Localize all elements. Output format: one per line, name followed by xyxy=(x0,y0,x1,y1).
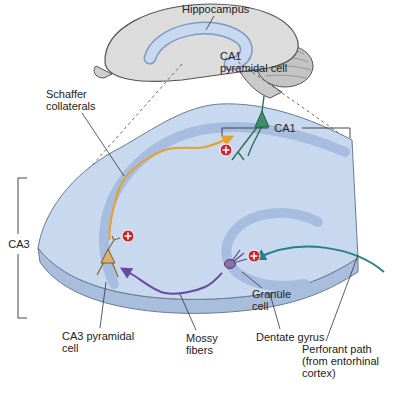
granule-cell-drawing xyxy=(225,250,248,269)
region-label: Dentate gyrus xyxy=(256,331,346,343)
leader-line xyxy=(242,272,262,288)
leader-line xyxy=(100,282,106,328)
fiber-pathway xyxy=(109,137,232,240)
pyramidal-layer xyxy=(104,127,345,284)
hippocampal-slice xyxy=(38,104,358,300)
neuron-shape xyxy=(92,240,122,280)
dendrite xyxy=(232,96,264,160)
region-label: CA1 xyxy=(270,122,300,134)
pyramidal-soma xyxy=(101,249,115,263)
neuron: CA3 pyramidal cell xyxy=(92,240,122,280)
pyramidal-soma xyxy=(255,111,269,127)
dendrite xyxy=(97,236,120,277)
cell-label: CA1 pyramidal cell xyxy=(220,50,290,74)
neuron: CA1 pyramidal cell xyxy=(232,96,278,160)
excitatory-synapse-symbol xyxy=(248,250,260,262)
ca1-cell-drawing xyxy=(232,96,269,160)
region-label: CA3 xyxy=(6,238,32,250)
neuron: Granule cell xyxy=(222,250,248,274)
region-label: Hippocampus xyxy=(182,3,262,15)
slice-edge xyxy=(38,248,358,313)
leader-line xyxy=(326,255,358,341)
projection-line xyxy=(88,64,182,170)
leader-line xyxy=(206,16,214,30)
cerebrum xyxy=(105,4,298,81)
pathway-label: Schaffer collaterals xyxy=(46,88,108,112)
granule-soma xyxy=(225,260,236,269)
perforant-path-fiber xyxy=(256,247,384,272)
ca3-cell-drawing xyxy=(97,236,120,277)
pathway-label: Mossy fibers xyxy=(186,332,228,356)
fiber-pathway xyxy=(122,269,222,294)
excitatory-synapse-symbol xyxy=(122,230,134,242)
olfactory-bulb xyxy=(94,66,112,78)
neuron-shape xyxy=(232,96,278,160)
leader-line xyxy=(82,113,124,176)
neuron-shape xyxy=(222,250,248,274)
region-label: Perforant path (from entorhinal cortex) xyxy=(302,343,394,379)
brainstem xyxy=(240,70,282,98)
dentate-layer xyxy=(226,213,318,286)
cell-label: Granule cell xyxy=(252,288,296,312)
leader-line xyxy=(180,294,196,330)
excitatory-synapse-symbol xyxy=(220,144,232,156)
cell-label: CA3 pyramidal cell xyxy=(62,330,142,354)
